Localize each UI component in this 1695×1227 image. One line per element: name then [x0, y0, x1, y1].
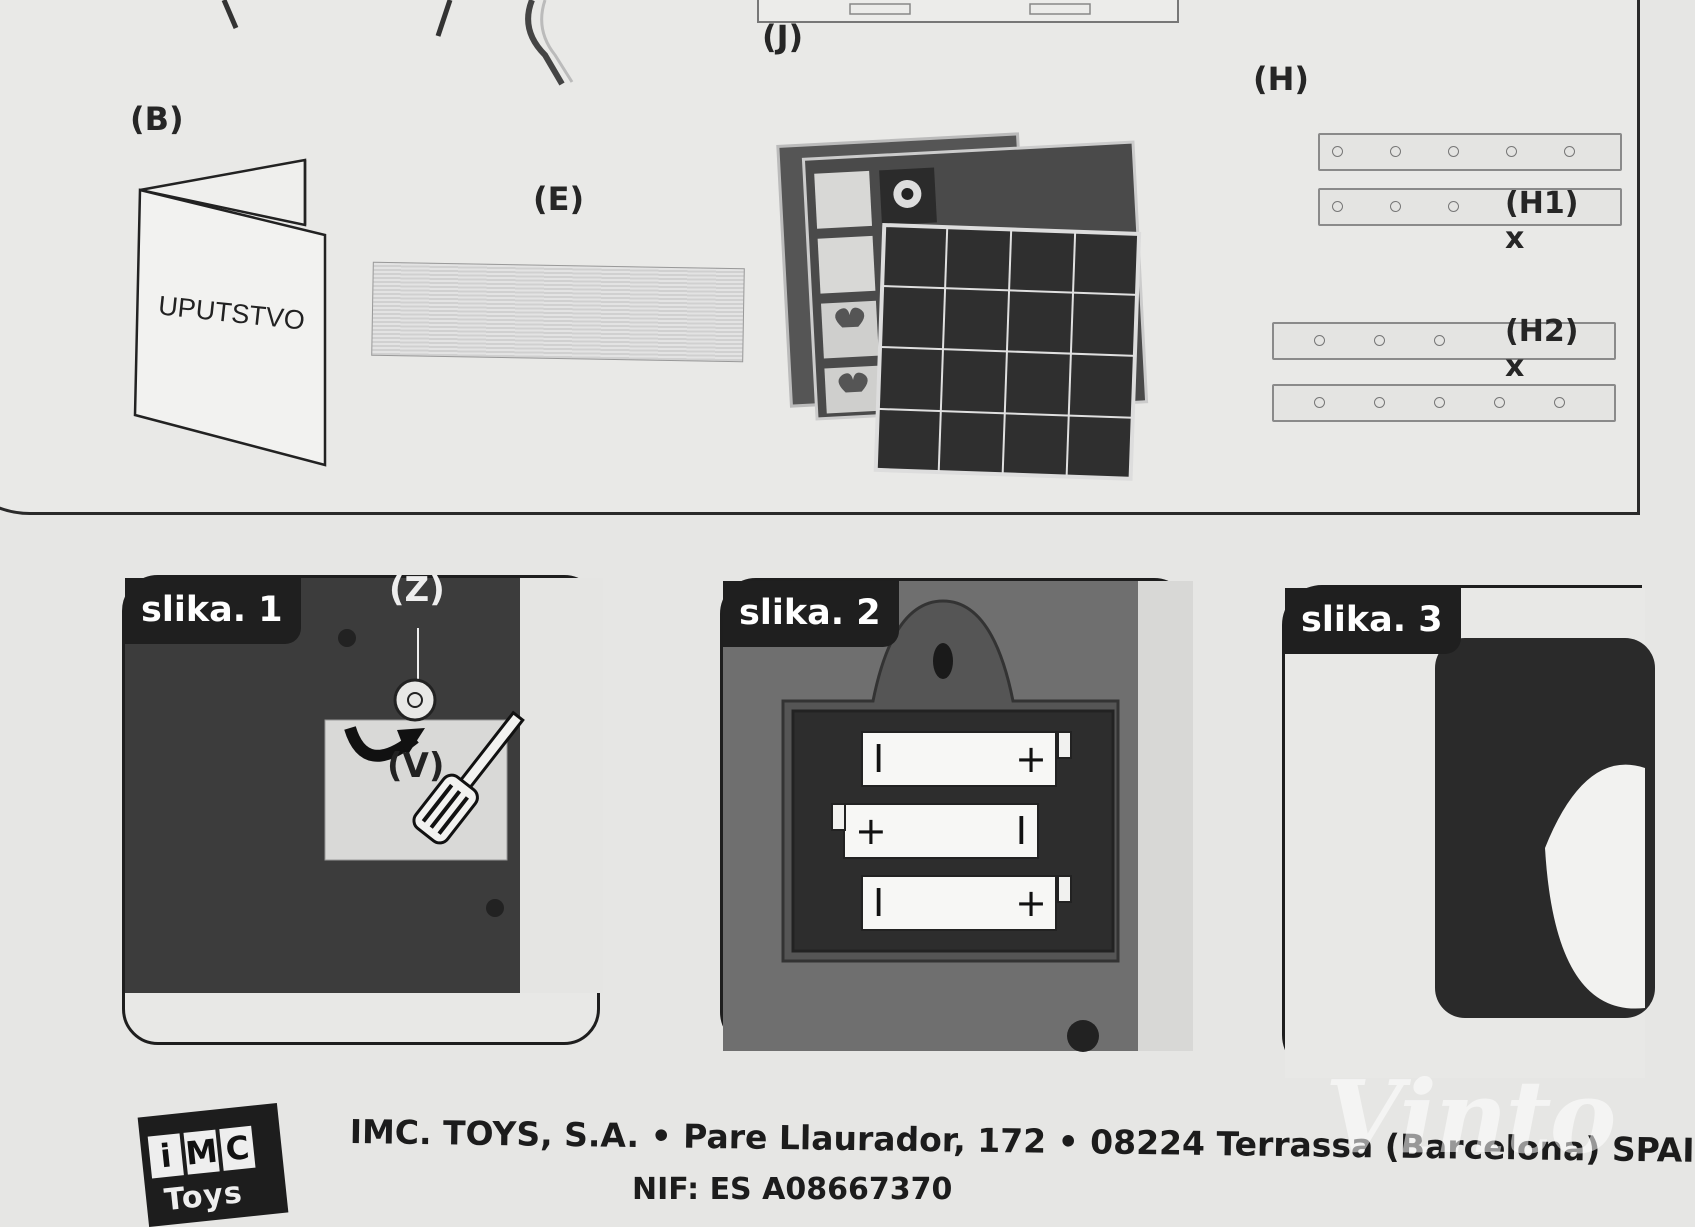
battery-3-left-terminal: I — [873, 881, 885, 925]
rail-h2-bottom — [1272, 384, 1616, 422]
rail-h2-top — [1272, 322, 1616, 360]
label-e: (E) — [533, 180, 585, 218]
part-e-strip — [371, 261, 745, 363]
imc-toys-logo: i M C Toys — [137, 1102, 289, 1227]
company-nif: NIF: ES A08667370 — [632, 1172, 953, 1207]
battery-2-right-terminal: I — [1015, 809, 1027, 853]
rail-h1-top — [1318, 133, 1622, 171]
battery-3-cap — [1057, 875, 1072, 903]
battery-1-right-terminal: + — [1015, 737, 1047, 781]
battery-2-left-terminal: + — [855, 809, 887, 853]
callout-z: (Z) — [389, 570, 445, 610]
battery-3-right-terminal: + — [1015, 881, 1047, 925]
figure-3-illustration — [1285, 588, 1655, 1078]
logo-letter-m: M — [183, 1129, 220, 1175]
battery-1-cap — [1057, 731, 1072, 759]
label-h2: (H2) x — [1505, 314, 1579, 384]
figure-2: I + + I I + slika. 2 — [720, 578, 1193, 1052]
label-b: (B) — [130, 100, 184, 138]
battery-1-left-terminal: I — [873, 737, 885, 781]
battery-2: + I — [843, 803, 1039, 859]
figure-1-tag: slika. 1 — [125, 578, 301, 644]
battery-2-cap — [831, 803, 846, 831]
label-h1: (H1) x — [1505, 186, 1579, 256]
logo-letter-c: C — [219, 1125, 256, 1171]
figure-2-tag: slika. 2 — [723, 581, 899, 647]
rail-h1-bottom — [1318, 188, 1622, 226]
sticker-sheets — [776, 132, 1149, 481]
logo-word-toys: Toys — [162, 1175, 245, 1219]
callout-v: (V) — [387, 746, 445, 786]
manual-booklet — [133, 158, 327, 467]
figure-3: slika. 3 — [1282, 585, 1655, 1078]
logo-letter-i: i — [147, 1133, 184, 1179]
top-parts-fragments — [221, 0, 1179, 86]
figure-3-tag: slika. 3 — [1285, 588, 1461, 654]
figure-1: slika. 1 (Z) (V) — [122, 570, 603, 1045]
figure-1-illustration — [125, 578, 603, 993]
label-h: (H) — [1253, 60, 1310, 98]
battery-1: I + — [861, 731, 1057, 787]
label-j: (J) — [762, 18, 804, 56]
battery-3: I + — [861, 875, 1057, 931]
vinto-watermark: Vinto — [1325, 1058, 1616, 1176]
